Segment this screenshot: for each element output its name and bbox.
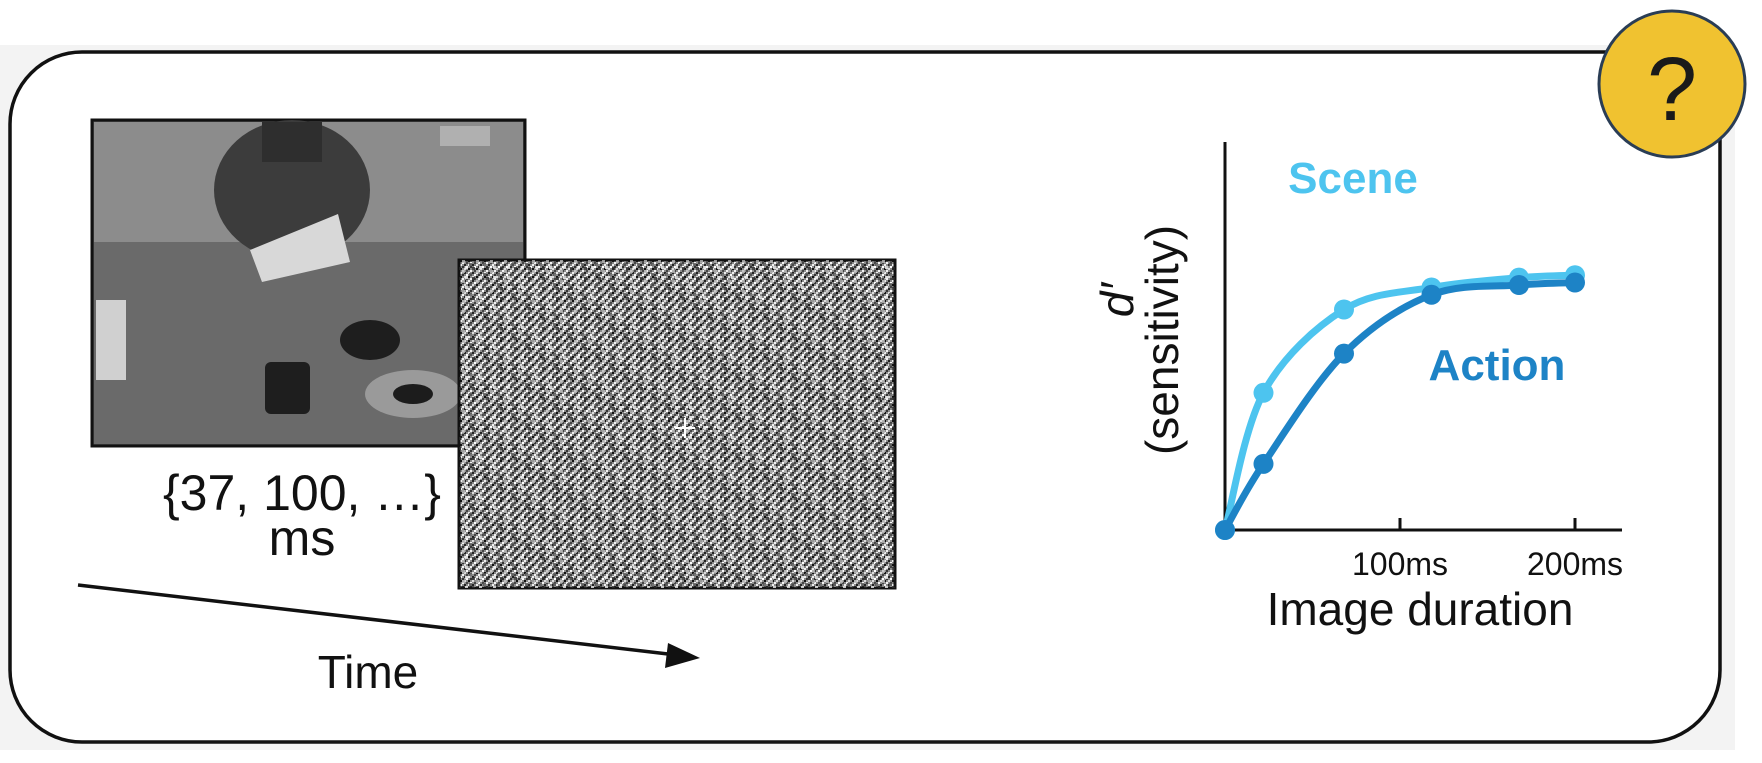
help-badge-circle bbox=[1597, 9, 1747, 159]
x-axis-label: Image duration bbox=[1267, 583, 1574, 635]
noise-mask bbox=[457, 258, 897, 590]
durations-label: {37, 100, …} bbox=[163, 465, 441, 521]
data-point-action-4 bbox=[1509, 275, 1529, 295]
data-point-scene-2 bbox=[1334, 299, 1354, 320]
y-axis-label: (sensitivity) bbox=[1136, 225, 1188, 455]
data-point-action-2 bbox=[1334, 343, 1354, 364]
series-label-scene: Scene bbox=[1288, 154, 1418, 203]
x-tick-label-0: 100ms bbox=[1352, 546, 1448, 582]
data-point-action-5 bbox=[1565, 272, 1585, 293]
x-tick-label-1: 200ms bbox=[1527, 546, 1623, 582]
x-ticks: 100ms 200ms bbox=[1352, 518, 1623, 582]
time-label: Time bbox=[318, 646, 419, 698]
data-point-action-0 bbox=[1215, 520, 1235, 540]
durations-unit-label: ms bbox=[269, 510, 336, 566]
time-arrow bbox=[77, 583, 700, 668]
series-label-action: Action bbox=[1429, 341, 1566, 390]
series-layer bbox=[1215, 265, 1585, 540]
data-point-action-3 bbox=[1421, 284, 1442, 305]
help-badge[interactable]: ? bbox=[1597, 9, 1747, 159]
data-point-scene-1 bbox=[1253, 382, 1274, 403]
y-axis-symbol: d′ bbox=[1091, 282, 1143, 318]
data-point-action-1 bbox=[1253, 453, 1274, 474]
arrowhead-icon bbox=[665, 643, 700, 668]
question-mark-icon: ? bbox=[1647, 40, 1697, 140]
